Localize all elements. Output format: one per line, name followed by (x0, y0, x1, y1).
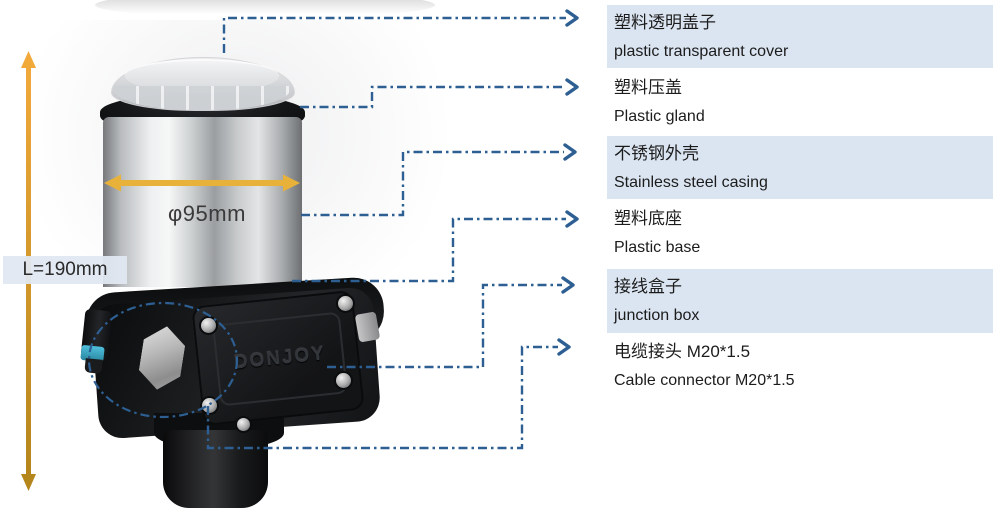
callout-label-en: Cable connector M20*1.5 (614, 372, 795, 389)
callout-label-en: junction box (614, 307, 700, 324)
callout-label-steel-casing: 不锈钢外壳 Stainless steel casing (607, 136, 993, 199)
callout-label-plastic-gland: 塑料压盖 Plastic gland (607, 68, 993, 135)
callout-label-zh: 塑料压盖 (614, 77, 682, 97)
brand-embossed-logo: DONJOY (232, 343, 327, 374)
callout-label-transparent-cover: 塑料透明盖子 plastic transparent cover (607, 5, 993, 68)
screw-icon (201, 318, 216, 333)
screw-icon (336, 373, 351, 388)
side-fitting-tip (84, 358, 103, 374)
callout-label-en: Plastic base (614, 238, 701, 256)
stainless-steel-casing (103, 117, 302, 287)
callout-label-en: Plastic gland (614, 107, 705, 125)
length-dimension-label: L=190mm (3, 256, 127, 284)
callout-label-junction-box: 接线盒子 junction box (607, 269, 993, 333)
callout-label-zh: 电缆接头 M20*1.5 (614, 342, 751, 361)
arrowhead-icon (565, 78, 579, 96)
arrowhead-icon (565, 210, 579, 228)
callout-label-column: 塑料透明盖子 plastic transparent cover 塑料压盖 Pl… (607, 0, 993, 400)
bottom-probe (163, 430, 268, 508)
junction-box-panel-inset: DONJOY (212, 311, 348, 407)
screw-icon (237, 418, 250, 431)
diameter-dimension-label: φ95mm (168, 201, 246, 226)
photo-top-shadow (95, 0, 435, 18)
screw-icon (202, 398, 217, 413)
callout-label-zh: 塑料透明盖子 (614, 12, 716, 32)
callout-label-plastic-base: 塑料底座 Plastic base (607, 199, 993, 266)
callout-label-zh: 不锈钢外壳 (614, 143, 699, 163)
arrowhead-icon (563, 143, 577, 161)
callout-label-zh: 接线盒子 (614, 277, 682, 296)
callout-label-en: plastic transparent cover (614, 42, 789, 60)
callout-label-zh: 塑料底座 (614, 208, 682, 228)
callout-label-cable-connector: 电缆接头 M20*1.5 Cable connector M20*1.5 (607, 333, 993, 399)
arrowhead-icon (561, 276, 575, 294)
screw-icon (338, 296, 353, 311)
arrowhead-icon (565, 9, 579, 27)
callout-label-en: Stainless steel casing (614, 173, 768, 191)
arrowhead-icon (557, 338, 571, 356)
